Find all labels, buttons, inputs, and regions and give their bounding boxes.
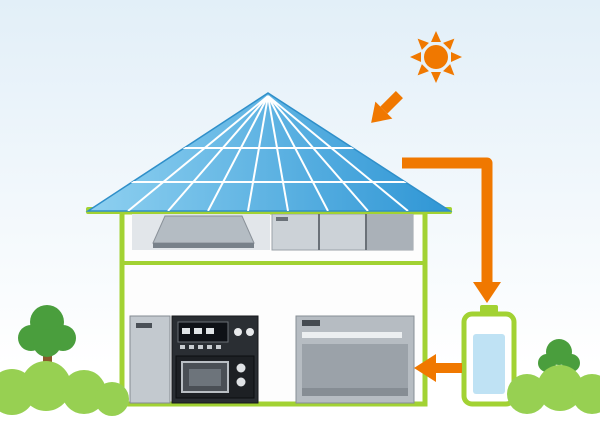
panel-grid-line: [247, 95, 269, 211]
dishwasher-kickplate: [302, 388, 408, 396]
bush-blob: [21, 361, 71, 411]
sun-ray: [431, 31, 441, 42]
right-bush: [507, 365, 600, 414]
control-button: [198, 345, 203, 349]
sun-ray: [451, 52, 462, 62]
panel-grid-line: [267, 95, 329, 211]
roof-to-battery-arrow-head: [473, 282, 501, 303]
house: [119, 209, 428, 407]
sun-ray: [443, 64, 455, 76]
panel-grid-line: [267, 95, 289, 211]
bush-blob: [62, 370, 106, 414]
panel-grid-line: [167, 95, 269, 211]
control-knob: [246, 328, 254, 336]
cabinet-body: [129, 315, 171, 404]
control-display: [177, 321, 229, 343]
battery-to-appliance-arrow-icon: [414, 354, 462, 382]
dishwasher: [295, 315, 415, 404]
range-hood-vent-bar: [153, 243, 254, 248]
range-hood-window: [132, 214, 270, 250]
control-button: [189, 345, 194, 349]
second-floor-window: [271, 213, 414, 251]
window-dark-pane: [366, 214, 413, 250]
sun-ray: [417, 38, 429, 50]
dishwasher-control: [302, 320, 320, 326]
left-bush: [0, 361, 129, 416]
bush-blob: [95, 382, 129, 416]
sun-ray: [417, 64, 429, 76]
range-hood: [152, 215, 255, 244]
bush-blob: [572, 374, 600, 414]
right-tree-foliage: [538, 339, 580, 372]
panel-grid-line: [207, 95, 269, 211]
roof-to-battery-arrow-shaft: [402, 157, 493, 284]
sun-ray: [443, 38, 455, 50]
left-tree: [18, 305, 76, 404]
control-knob: [234, 328, 242, 336]
display-segment: [194, 328, 202, 334]
display-segment: [206, 328, 214, 334]
panel-grid-line: [267, 95, 409, 211]
microwave-knob: [236, 363, 246, 373]
display-segment: [182, 328, 190, 334]
cabinet-handle: [136, 323, 152, 328]
left-tree-foliage: [18, 305, 76, 357]
control-button: [216, 345, 221, 349]
sunlight-arrow-shaft: [380, 91, 403, 114]
control-button: [207, 345, 212, 349]
solar-panel-roof: [85, 92, 453, 214]
battery-arrow-head: [414, 354, 436, 382]
sun-core: [424, 45, 448, 69]
panel-grid-line: [127, 95, 269, 211]
cabinet-unit: [129, 315, 171, 404]
window-latch: [276, 217, 288, 221]
sun-icon: [410, 31, 462, 83]
sunlight-arrow-icon: [371, 91, 403, 123]
battery-charge-level: [473, 334, 505, 394]
sun-rays: [410, 31, 462, 83]
foliage-blob: [33, 329, 61, 357]
battery-arrow-shaft: [436, 363, 462, 373]
roof-to-battery-arrow-icon: [402, 157, 501, 303]
panel-grid-line: [267, 95, 369, 211]
kitchen-appliances: [129, 315, 415, 404]
storage-battery: [461, 305, 517, 407]
dishwasher-handle-slot: [302, 332, 402, 338]
microwave-knob: [236, 377, 246, 387]
bush-blob: [507, 374, 547, 414]
oven-stack: [171, 315, 259, 404]
control-button: [180, 345, 185, 349]
sun-ray: [410, 52, 421, 62]
microwave-window: [189, 369, 221, 386]
sunlight-arrow-head: [371, 101, 393, 123]
dishwasher-door: [302, 344, 408, 396]
sun-ray: [431, 72, 441, 83]
bush-blob: [537, 365, 583, 411]
